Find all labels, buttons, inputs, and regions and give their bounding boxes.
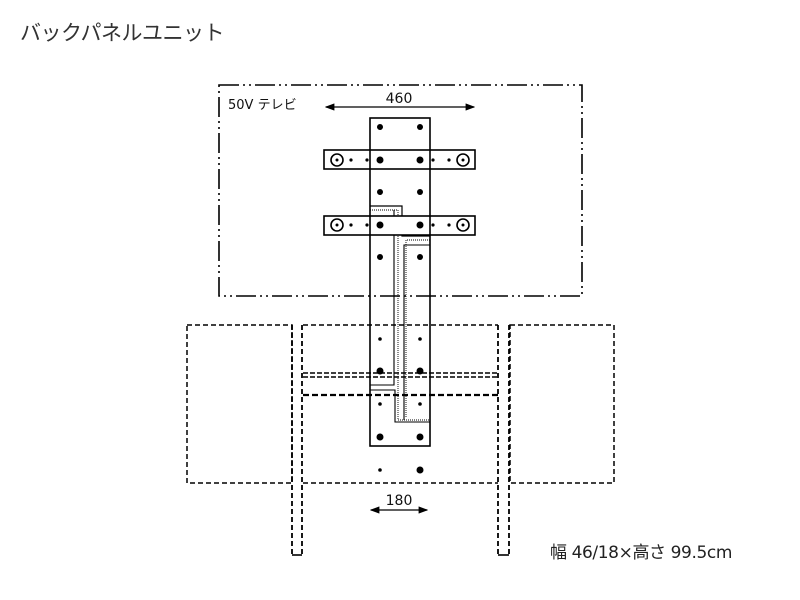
base-frame (303, 324, 498, 484)
page-title: バックパネルユニット (20, 21, 224, 45)
cable-cover (370, 205, 430, 423)
legs (291, 325, 510, 556)
back-panel (369, 117, 431, 447)
bolt-holes (376, 124, 424, 474)
tv-size-label: 50V テレビ (228, 98, 297, 113)
base-width-label: 180 (386, 493, 413, 509)
dimension-460: 460 (324, 91, 476, 111)
dimension-180: 180 (369, 493, 429, 514)
lower-mount-bracket (323, 215, 476, 236)
side-panel-right (509, 324, 615, 484)
tv-outline (218, 84, 583, 297)
tv-width-label: 460 (386, 91, 413, 107)
dimensions-spec: 幅 46/18×高さ 99.5cm (550, 543, 733, 563)
side-panel-left (186, 324, 293, 484)
upper-mount-bracket (323, 149, 476, 170)
